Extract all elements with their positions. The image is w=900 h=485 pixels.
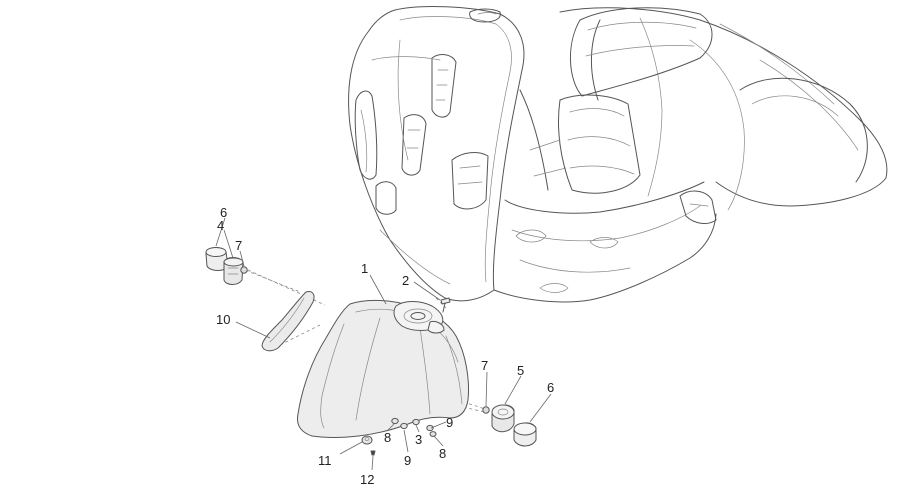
leader-lines [215, 217, 552, 471]
part-4-retainer [223, 257, 244, 285]
part-6-cap-left [205, 247, 229, 271]
part-5-holder [491, 404, 515, 433]
callout-3: 3 [415, 432, 422, 447]
part-8-washer-a [391, 417, 399, 425]
callout-6-left: 6 [220, 205, 227, 220]
callout-9-b: 9 [446, 415, 453, 430]
part-7-nut-right [482, 406, 490, 414]
callout-4: 4 [217, 218, 224, 233]
part-8-washer-b [429, 431, 437, 437]
part-6-cap-right [513, 422, 537, 447]
small-hardware [361, 417, 437, 456]
part-11-grommet [361, 435, 373, 445]
callout-6-right: 6 [547, 380, 554, 395]
part-3-bolt [412, 418, 420, 426]
callout-11: 11 [318, 453, 332, 468]
part-9-nut-a [400, 422, 408, 430]
callout-labels: 6 4 7 1 2 10 7 5 6 8 3 9 9 8 11 12 [216, 205, 554, 485]
part-10-trim-strip [261, 291, 315, 352]
callout-1: 1 [361, 261, 368, 276]
part-2-screw [440, 297, 451, 313]
callout-12: 12 [360, 472, 374, 485]
scooter-body-outline [348, 6, 888, 303]
callout-8-b: 8 [439, 446, 446, 461]
callout-10: 10 [216, 312, 230, 327]
callout-8-a: 8 [384, 430, 391, 445]
part-9-nut-b [426, 424, 434, 432]
callout-7-right: 7 [481, 358, 488, 373]
part-1-front-mudguard [297, 299, 469, 438]
callout-5: 5 [517, 363, 524, 378]
part-7-nut-left [240, 266, 248, 274]
callout-2: 2 [402, 273, 409, 288]
callout-9-a: 9 [404, 453, 411, 468]
callout-7-left: 7 [235, 238, 242, 253]
part-12-screw [370, 450, 376, 456]
